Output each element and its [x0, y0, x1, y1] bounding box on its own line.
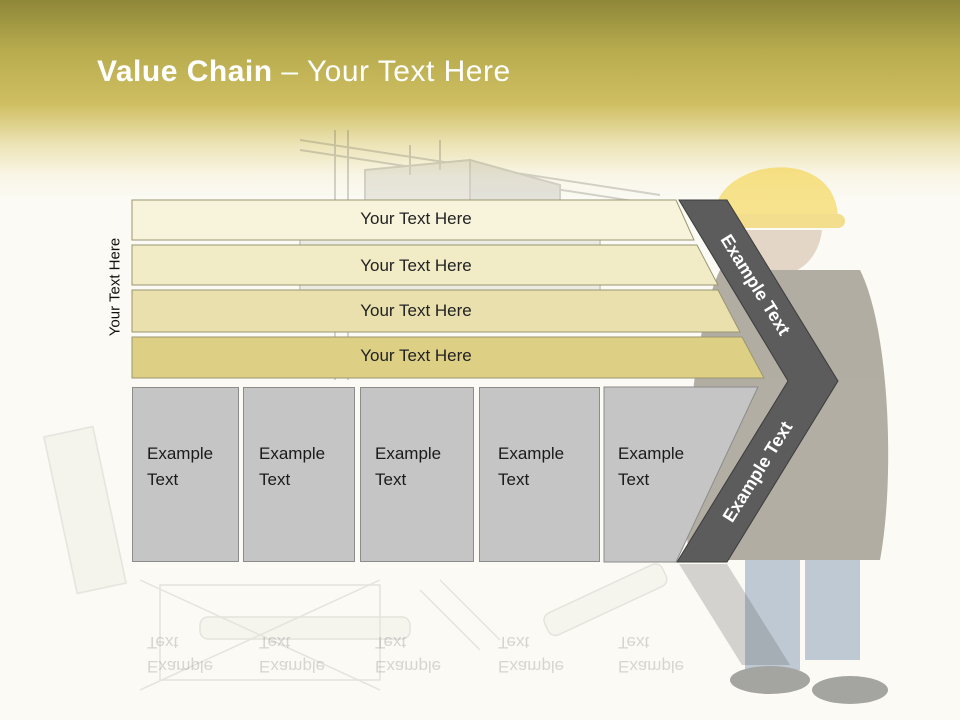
chevron-reflection [679, 564, 790, 665]
column-4-box [479, 387, 600, 562]
column-1-text: Example Text [147, 444, 214, 489]
last-column-shape [603, 386, 759, 563]
bar-4-label: Your Text Here [360, 346, 472, 365]
column-3-box [360, 387, 474, 562]
column-2-reflection: Example Text [259, 633, 326, 676]
bar-3-shape [131, 289, 741, 333]
slide-title-rest: – Your Text Here [272, 55, 511, 88]
column-3-reflection: Example Text [375, 633, 442, 676]
slide-title: Value Chain – Your Text Here [97, 55, 511, 89]
header-band [0, 0, 960, 200]
bar-4-shape [131, 336, 765, 379]
column-4-text: Example Text [498, 444, 565, 489]
chevron-shape [676, 199, 839, 563]
column-5-text: Example Text [618, 444, 685, 489]
column-1-box [132, 387, 239, 562]
column-2-box [243, 387, 355, 562]
slide-title-bold: Value Chain [97, 55, 273, 88]
column-1-reflection: Example Text [147, 633, 214, 676]
bar-2-label: Your Text Here [360, 256, 472, 275]
bar-2-shape [131, 244, 719, 286]
column-4-reflection: Example Text [498, 633, 565, 676]
bar-3-label: Your Text Here [360, 301, 472, 320]
column-5-reflection: Example Text [618, 633, 685, 676]
bar-1-label: Your Text Here [360, 209, 472, 228]
column-2-text: Example Text [259, 444, 326, 489]
bar-1-shape [131, 199, 695, 241]
column-3-text: Example Text [375, 444, 442, 489]
